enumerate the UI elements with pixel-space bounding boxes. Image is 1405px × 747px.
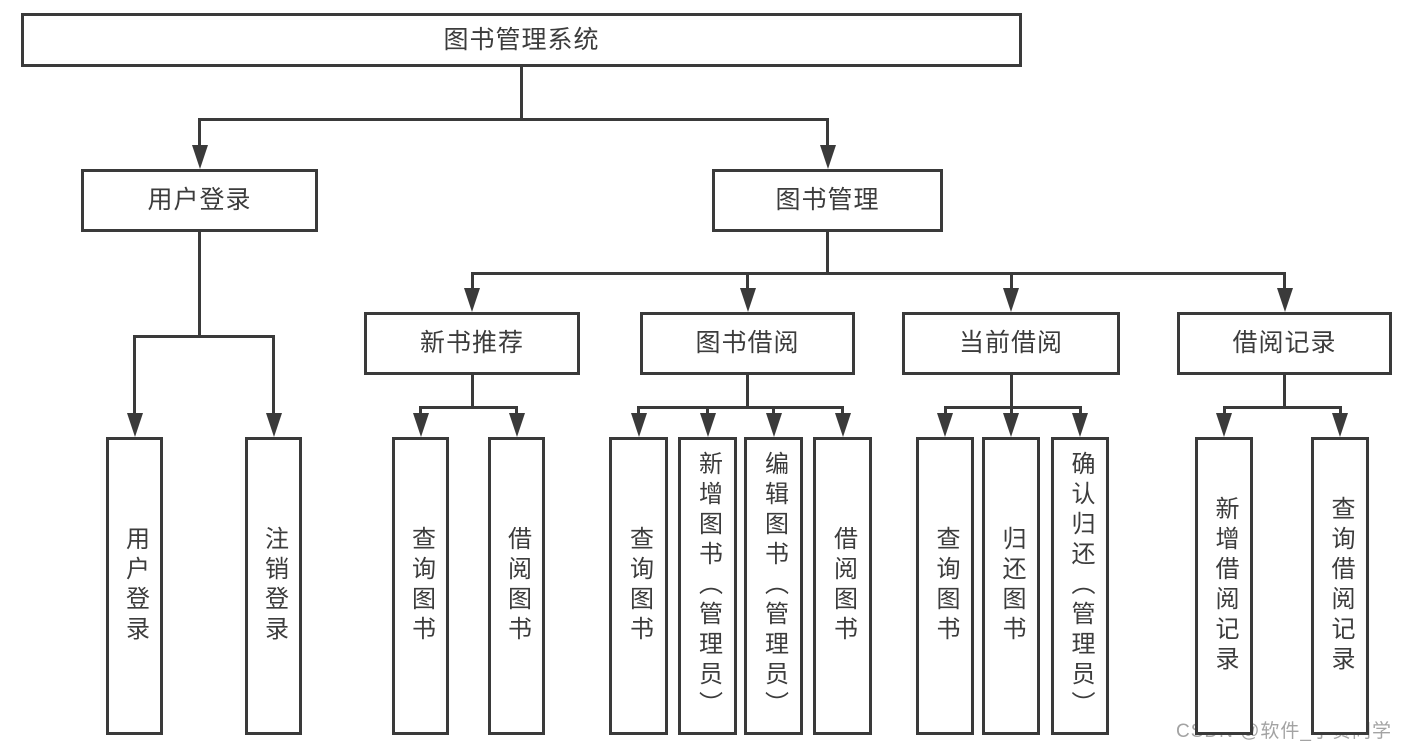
connector-arrow-shaft xyxy=(1338,406,1342,417)
arrowhead-down-icon xyxy=(464,288,480,312)
node-leaf-user-login: 用户登录 xyxy=(106,437,163,735)
node-label-leaf-bb-add: 新增图书（管理员） xyxy=(694,451,722,721)
arrowhead-down-icon xyxy=(265,413,282,437)
connector-bar xyxy=(133,335,275,338)
connector-arrow-shaft xyxy=(706,406,709,417)
connector-bar xyxy=(637,406,844,409)
node-leaf-bb-query: 查询图书 xyxy=(609,437,668,735)
connector-arrow-shaft xyxy=(133,335,136,417)
arrowhead-down-icon xyxy=(1276,288,1293,312)
connector-arrow-shaft xyxy=(1222,406,1226,417)
connector-stem xyxy=(1283,375,1286,409)
node-root: 图书管理系统 xyxy=(21,13,1022,67)
arrowhead-down-icon xyxy=(739,288,756,312)
node-user-login: 用户登录 xyxy=(81,169,318,232)
connector-bar xyxy=(198,118,829,121)
connector-stem xyxy=(826,232,829,275)
arrowhead-down-icon xyxy=(412,413,429,437)
node-leaf-nb-borrow: 借阅图书 xyxy=(488,437,545,735)
connector-arrow-shaft xyxy=(470,272,474,292)
node-label-leaf-cb-query: 查询图书 xyxy=(932,526,959,646)
arrowhead-down-icon xyxy=(508,413,525,437)
node-label-root: 图书管理系统 xyxy=(443,25,600,54)
connector-stem xyxy=(746,375,749,409)
arrowhead-down-icon xyxy=(834,413,851,437)
node-label-leaf-bb-borrow: 借阅图书 xyxy=(829,526,857,646)
connector-arrow-shaft xyxy=(841,406,844,417)
connector-arrow-shaft xyxy=(1009,406,1013,417)
node-label-book-borrow: 图书借阅 xyxy=(695,329,800,357)
node-label-leaf-br-add: 新增借阅记录 xyxy=(1211,496,1238,676)
connector-arrow-shaft xyxy=(826,118,829,149)
connector-stem xyxy=(1009,375,1013,409)
node-label-leaf-bb-query: 查询图书 xyxy=(625,526,653,646)
node-label-leaf-nb-query: 查询图书 xyxy=(407,526,435,646)
connector-arrow-shaft xyxy=(1283,272,1286,292)
connector-arrow-shaft xyxy=(272,335,275,417)
node-label-leaf-br-query: 查询借阅记录 xyxy=(1327,496,1354,676)
node-label-leaf-logout: 注销登录 xyxy=(260,526,288,646)
arrowhead-down-icon xyxy=(1003,288,1019,312)
connector-bar xyxy=(1222,406,1342,409)
arrowhead-down-icon xyxy=(1072,413,1088,437)
node-label-book-mgmt: 图书管理 xyxy=(775,186,880,214)
node-label-user-login: 用户登录 xyxy=(147,186,252,214)
node-label-leaf-bb-edit: 编辑图书（管理员） xyxy=(760,451,788,721)
connector-stem xyxy=(520,67,523,121)
arrowhead-down-icon xyxy=(1003,413,1019,437)
node-leaf-cb-return: 归还图书 xyxy=(982,437,1040,735)
node-leaf-bb-edit: 编辑图书（管理员） xyxy=(744,437,803,735)
arrowhead-down-icon xyxy=(819,145,836,169)
arrowhead-down-icon xyxy=(765,413,782,437)
node-label-leaf-cb-confirm: 确认归还（管理员） xyxy=(1067,451,1094,721)
connector-arrow-shaft xyxy=(943,406,947,417)
connector-arrow-shaft xyxy=(637,406,640,417)
node-new-books: 新书推荐 xyxy=(364,312,580,375)
arrowhead-down-icon xyxy=(937,413,953,437)
connector-arrow-shaft xyxy=(198,118,201,149)
node-book-borrow: 图书借阅 xyxy=(640,312,855,375)
node-leaf-br-query: 查询借阅记录 xyxy=(1311,437,1369,735)
connector-bar xyxy=(943,406,1082,409)
arrowhead-down-icon xyxy=(699,413,716,437)
node-leaf-nb-query: 查询图书 xyxy=(392,437,449,735)
connector-stem xyxy=(198,232,201,338)
connector-arrow-shaft xyxy=(1009,272,1013,292)
node-label-new-books: 新书推荐 xyxy=(419,329,524,357)
connector-arrow-shaft xyxy=(1078,406,1082,417)
connector-arrow-shaft xyxy=(772,406,775,417)
connector-arrow-shaft xyxy=(746,272,749,292)
arrowhead-down-icon xyxy=(126,413,143,437)
arrowhead-down-icon xyxy=(191,145,208,169)
arrowhead-down-icon xyxy=(1332,413,1348,437)
node-book-mgmt: 图书管理 xyxy=(712,169,943,232)
node-leaf-bb-borrow: 借阅图书 xyxy=(813,437,872,735)
node-label-current-borrow: 当前借阅 xyxy=(958,329,1063,357)
node-label-leaf-nb-borrow: 借阅图书 xyxy=(503,526,531,646)
arrowhead-down-icon xyxy=(630,413,647,437)
node-leaf-br-add: 新增借阅记录 xyxy=(1195,437,1253,735)
node-leaf-logout: 注销登录 xyxy=(245,437,302,735)
node-leaf-bb-add: 新增图书（管理员） xyxy=(678,437,737,735)
arrowhead-down-icon xyxy=(1216,413,1232,437)
connector-bar xyxy=(419,406,518,409)
connector-arrow-shaft xyxy=(419,406,422,417)
node-borrow-records: 借阅记录 xyxy=(1177,312,1392,375)
node-label-borrow-records: 借阅记录 xyxy=(1232,329,1337,357)
node-label-leaf-user-login: 用户登录 xyxy=(121,526,149,646)
node-leaf-cb-confirm: 确认归还（管理员） xyxy=(1051,437,1109,735)
connector-stem xyxy=(470,375,474,409)
node-current-borrow: 当前借阅 xyxy=(902,312,1120,375)
connector-arrow-shaft xyxy=(515,406,518,417)
connector-bar xyxy=(470,272,1286,275)
node-leaf-cb-query: 查询图书 xyxy=(916,437,974,735)
node-label-leaf-cb-return: 归还图书 xyxy=(998,526,1025,646)
